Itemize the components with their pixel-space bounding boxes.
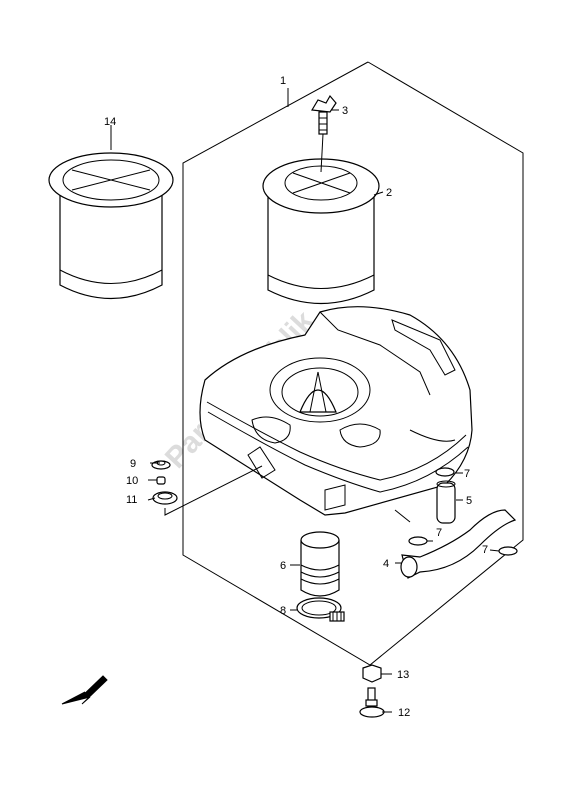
callout-2: 2 — [386, 187, 392, 199]
callout-7-c: 7 — [482, 544, 488, 556]
drain-plug-12 — [359, 687, 385, 718]
callout-12: 12 — [398, 707, 410, 719]
callout-6: 6 — [280, 560, 286, 572]
callout-10: 10 — [126, 475, 138, 487]
callout-9: 9 — [130, 458, 136, 470]
callout-8: 8 — [280, 605, 286, 617]
wing-bolt-3 — [311, 94, 337, 173]
drain-plug-13 — [362, 664, 382, 683]
clip-7-c — [498, 546, 518, 556]
clip-7-a — [435, 467, 455, 477]
air-cleaner-case — [199, 306, 473, 516]
intake-funnel-6 — [300, 531, 340, 597]
air-filter-element-14 — [48, 152, 174, 299]
callout-11: 11 — [126, 494, 137, 506]
air-filter-element-2 — [262, 158, 380, 304]
callout-7-b: 7 — [436, 527, 442, 539]
callout-3: 3 — [342, 105, 348, 117]
callout-1: 1 — [280, 75, 286, 87]
drain-hose-4 — [400, 509, 517, 579]
assembly-outline — [182, 61, 524, 666]
callout-4: 4 — [383, 558, 389, 570]
callout-7-a: 7 — [464, 468, 470, 480]
leader-lines — [110, 88, 500, 713]
clamp-8 — [296, 597, 345, 622]
cushion-11 — [152, 491, 178, 505]
clip-7-b — [408, 536, 428, 546]
front-direction-arrow-icon — [61, 675, 108, 705]
collar-10 — [156, 476, 166, 485]
hose-5 — [436, 480, 456, 524]
callout-13: 13 — [397, 669, 409, 681]
callout-14: 14 — [104, 116, 116, 128]
grommet-9 — [151, 460, 171, 470]
callout-5: 5 — [466, 495, 472, 507]
